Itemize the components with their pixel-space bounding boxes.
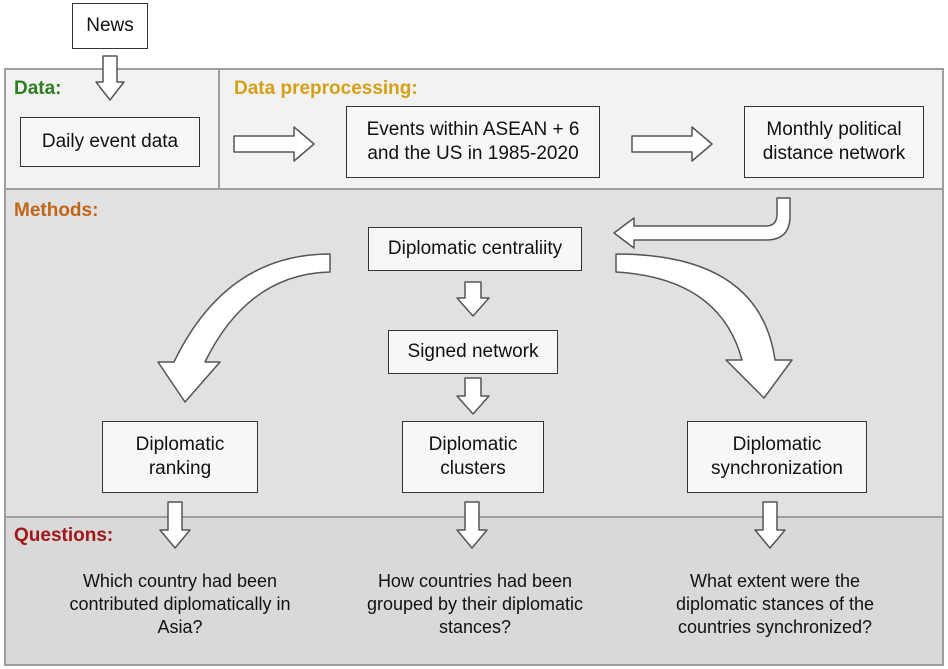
question-1-line-3: Asia? [157, 617, 203, 637]
signed-network-box: Signed network [388, 330, 558, 374]
daily-event-data-label: Daily event data [41, 131, 179, 152]
question-2-line-3: stances? [438, 617, 512, 637]
daily-event-data-box: Daily event data [20, 117, 200, 167]
monthly-network-box: Monthly political distance network [744, 106, 924, 178]
ranking-box: Diplomatic ranking [102, 421, 258, 493]
news-label: News [86, 15, 134, 36]
question-3-line-3: countries synchronized? [677, 617, 873, 637]
down-arrow-icon [456, 281, 490, 317]
right-arrow-icon [631, 126, 713, 162]
question-2-line-2: grouped by their diplomatic [366, 594, 584, 614]
monthly-network-line-1: Monthly political [766, 119, 902, 140]
question-3-line-1: What extent were the [689, 571, 861, 591]
question-2: How countries had been grouped by their … [325, 570, 625, 639]
right-arrow-icon [233, 126, 315, 162]
sync-line-2: synchronization [710, 458, 844, 479]
question-1: Which country had been contributed diplo… [30, 570, 330, 639]
question-1-line-2: contributed diplomatically in [69, 594, 291, 614]
events-line-1: Events within ASEAN + 6 [366, 119, 580, 140]
ranking-line-1: Diplomatic [135, 434, 225, 455]
ranking-line-2: ranking [148, 458, 212, 479]
question-2-line-1: How countries had been [377, 571, 573, 591]
events-line-2: and the US in 1985-2020 [367, 143, 579, 164]
monthly-network-line-2: distance network [762, 143, 906, 164]
sync-line-1: Diplomatic [732, 434, 822, 455]
synchronization-box: Diplomatic synchronization [687, 421, 867, 493]
down-arrow-icon [456, 377, 490, 415]
clusters-line-1: Diplomatic [428, 434, 518, 455]
down-arrow-icon [456, 501, 488, 549]
methods-section-label: Methods: [14, 200, 99, 221]
question-3: What extent were the diplomatic stances … [625, 570, 925, 639]
question-1-line-1: Which country had been [82, 571, 278, 591]
data-section-label: Data: [14, 78, 62, 99]
down-arrow-icon [754, 501, 786, 549]
curved-arrow-icon [157, 253, 331, 403]
curved-arrow-icon [615, 253, 793, 399]
events-box: Events within ASEAN + 6 and the US in 19… [346, 106, 600, 178]
clusters-line-2: clusters [440, 458, 506, 479]
curved-arrow-icon [613, 197, 791, 249]
news-box: News [72, 3, 148, 49]
down-arrow-icon [95, 55, 125, 101]
questions-section-label: Questions: [14, 525, 114, 546]
preprocessing-section-label: Data preprocessing: [234, 78, 418, 99]
clusters-box: Diplomatic clusters [402, 421, 544, 493]
signed-network-label: Signed network [407, 341, 539, 362]
question-3-line-2: diplomatic stances of the [675, 594, 875, 614]
down-arrow-icon [159, 501, 191, 549]
centrality-label: Diplomatic centraliity [387, 238, 563, 259]
centrality-box: Diplomatic centraliity [368, 227, 582, 271]
